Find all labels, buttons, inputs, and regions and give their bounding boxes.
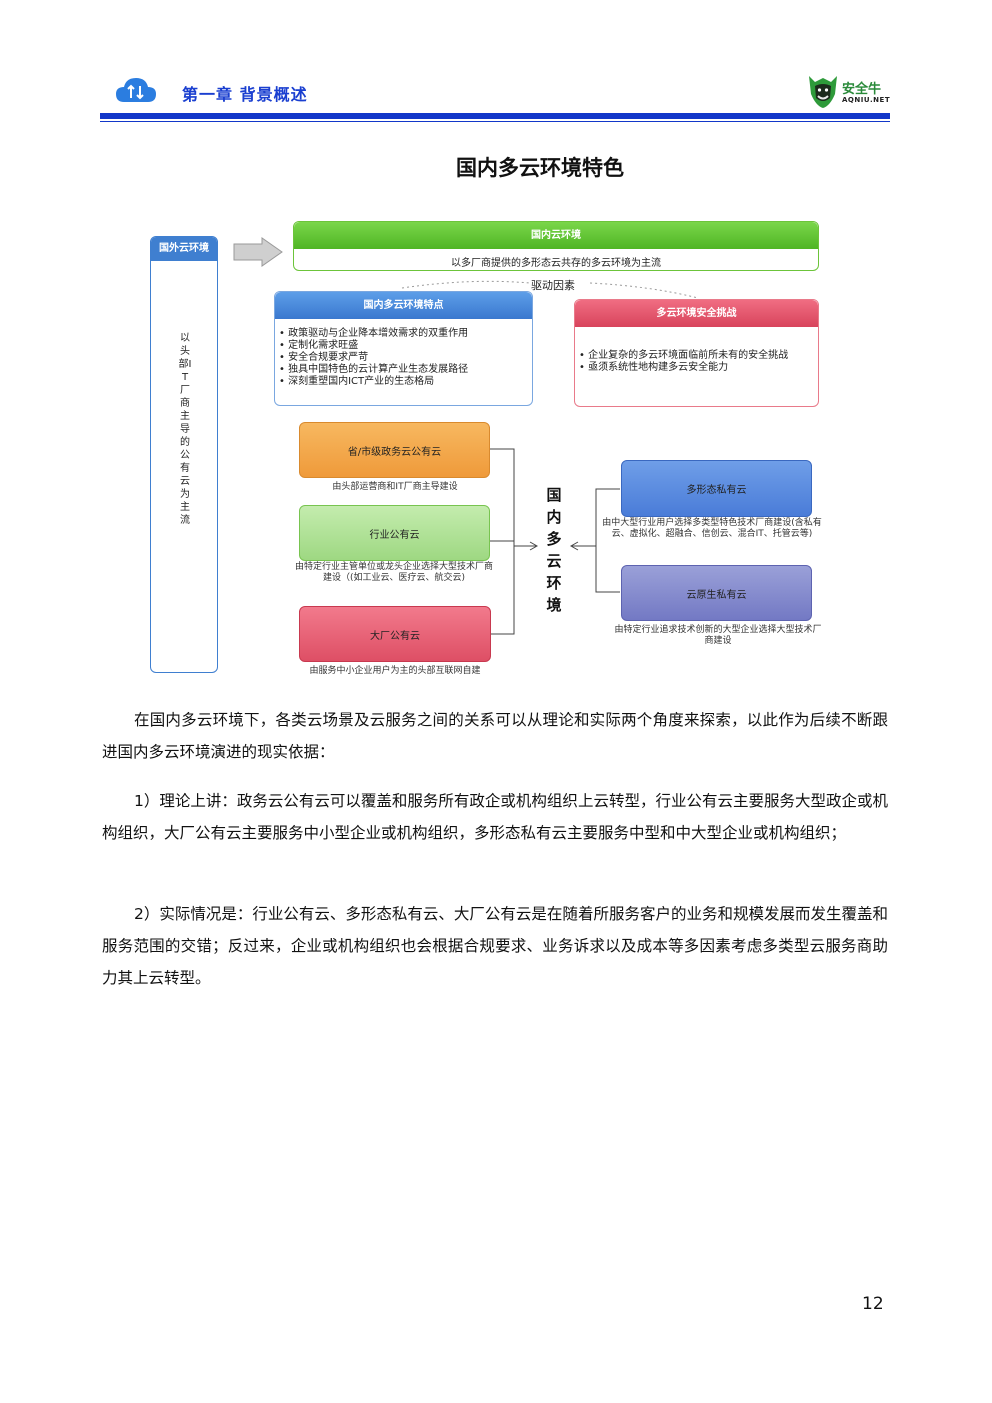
challenges-title: 多云环境安全挑战 <box>575 300 818 327</box>
center-label: 国内多云环境 <box>546 486 562 614</box>
diagram: 国外云环境 以头部IT厂商主导的公有云为主流 国内云环境 以多厂商提供的多形态云… <box>0 0 992 700</box>
drive-factor-label: 驱动因素 <box>531 279 575 292</box>
challenges-item: • 亟须系统性地构建多云安全能力 <box>579 362 729 373</box>
features-item: • 定制化需求旺盛 <box>279 340 359 351</box>
vendor-cloud-label: 大厂公有云 <box>370 631 420 642</box>
header-rule-thin <box>100 121 890 122</box>
paragraph-theory: 1）理论上讲：政务云公有云可以覆盖和服务所有政企或机构组织上云转型，行业公有云主… <box>102 792 888 842</box>
native-cloud-box: 云原生私有云 <box>621 565 812 621</box>
paragraph-intro: 在国内多云环境下，各类云场景及云服务之间的关系可以从理论和实际两个角度来探索，以… <box>102 711 888 761</box>
vendor-cloud-caption: 由服务中小企业用户为主的头部互联网自建 <box>309 666 481 676</box>
features-item: • 安全合规要求严苛 <box>279 352 369 363</box>
gov-cloud-label: 省/市级政务云公有云 <box>347 447 442 458</box>
challenges-panel: 多云环境安全挑战 • 企业复杂的多云环境面临前所未有的安全挑战 • 亟须系统性地… <box>574 299 819 407</box>
brand-domain: AQNIU.NET <box>842 96 891 104</box>
brand-name: 安全牛 <box>842 82 882 97</box>
private-cloud-label: 多形态私有云 <box>686 485 747 496</box>
foreign-cloud-panel: 国外云环境 以头部IT厂商主导的公有云为主流 <box>150 236 218 673</box>
industry-cloud-caption: 由特定行业主管单位或龙头企业选择大型技术厂商建设（(如工业云、医疗云、航交云) <box>294 562 493 583</box>
challenges-list: • 企业复杂的多云环境面临前所未有的安全挑战 • 亟须系统性地构建多云安全能力 <box>579 350 814 374</box>
header-rule <box>100 113 890 119</box>
features-list: • 政策驱动与企业降本增效需求的双重作用 • 定制化需求旺盛 • 安全合规要求严… <box>279 328 528 388</box>
features-item: • 政策驱动与企业降本增效需求的双重作用 <box>279 328 469 339</box>
figure-title: 国内多云环境特色 <box>456 156 624 180</box>
foreign-cloud-title: 国外云环境 <box>151 237 217 261</box>
industry-cloud-label: 行业公有云 <box>369 530 420 541</box>
features-item: • 深刻重塑国内ICT产业的生态格局 <box>279 376 435 387</box>
features-item: • 独具中国特色的云计算产业生态发展路径 <box>279 364 469 375</box>
native-cloud-label: 云原生私有云 <box>686 590 747 601</box>
gov-cloud-caption: 由头部运营商和IT厂商主导建设 <box>332 482 458 492</box>
native-cloud-caption: 由特定行业追求技术创新的大型企业选择大型技术厂商建设 <box>614 625 822 646</box>
chapter-title: 第一章 背景概述 <box>182 85 308 104</box>
domestic-cloud-desc: 以多厂商提供的多形态云共存的多云环境为主流 <box>451 258 661 269</box>
private-cloud-box: 多形态私有云 <box>621 460 812 517</box>
foreign-cloud-desc: 以头部IT厂商主导的公有云为主流 <box>178 333 192 526</box>
industry-cloud-box: 行业公有云 <box>299 505 490 561</box>
cloud-logo-icon <box>114 74 158 106</box>
vendor-cloud-box: 大厂公有云 <box>299 606 491 662</box>
domestic-cloud-panel: 国内云环境 以多厂商提供的多形态云共存的多云环境为主流 <box>293 221 819 271</box>
private-cloud-caption: 由中大型行业用户选择多类型特色技术厂商建设(含私有云、虚拟化、超融合、信创云、混… <box>602 518 822 539</box>
challenges-item: • 企业复杂的多云环境面临前所未有的安全挑战 <box>579 350 789 361</box>
gov-cloud-box: 省/市级政务云公有云 <box>299 422 490 478</box>
features-panel: 国内多云环境特点 • 政策驱动与企业降本增效需求的双重作用 • 定制化需求旺盛 … <box>274 291 533 406</box>
page-number: 12 <box>862 1294 884 1314</box>
domestic-cloud-title: 国内云环境 <box>294 222 818 249</box>
brand-logo-icon <box>806 72 840 110</box>
paragraph-practice: 2）实际情况是：行业公有云、多形态私有云、大厂公有云是在随着所服务客户的业务和规… <box>102 905 888 987</box>
diagram-connectors <box>233 237 699 635</box>
features-title: 国内多云环境特点 <box>275 292 532 319</box>
